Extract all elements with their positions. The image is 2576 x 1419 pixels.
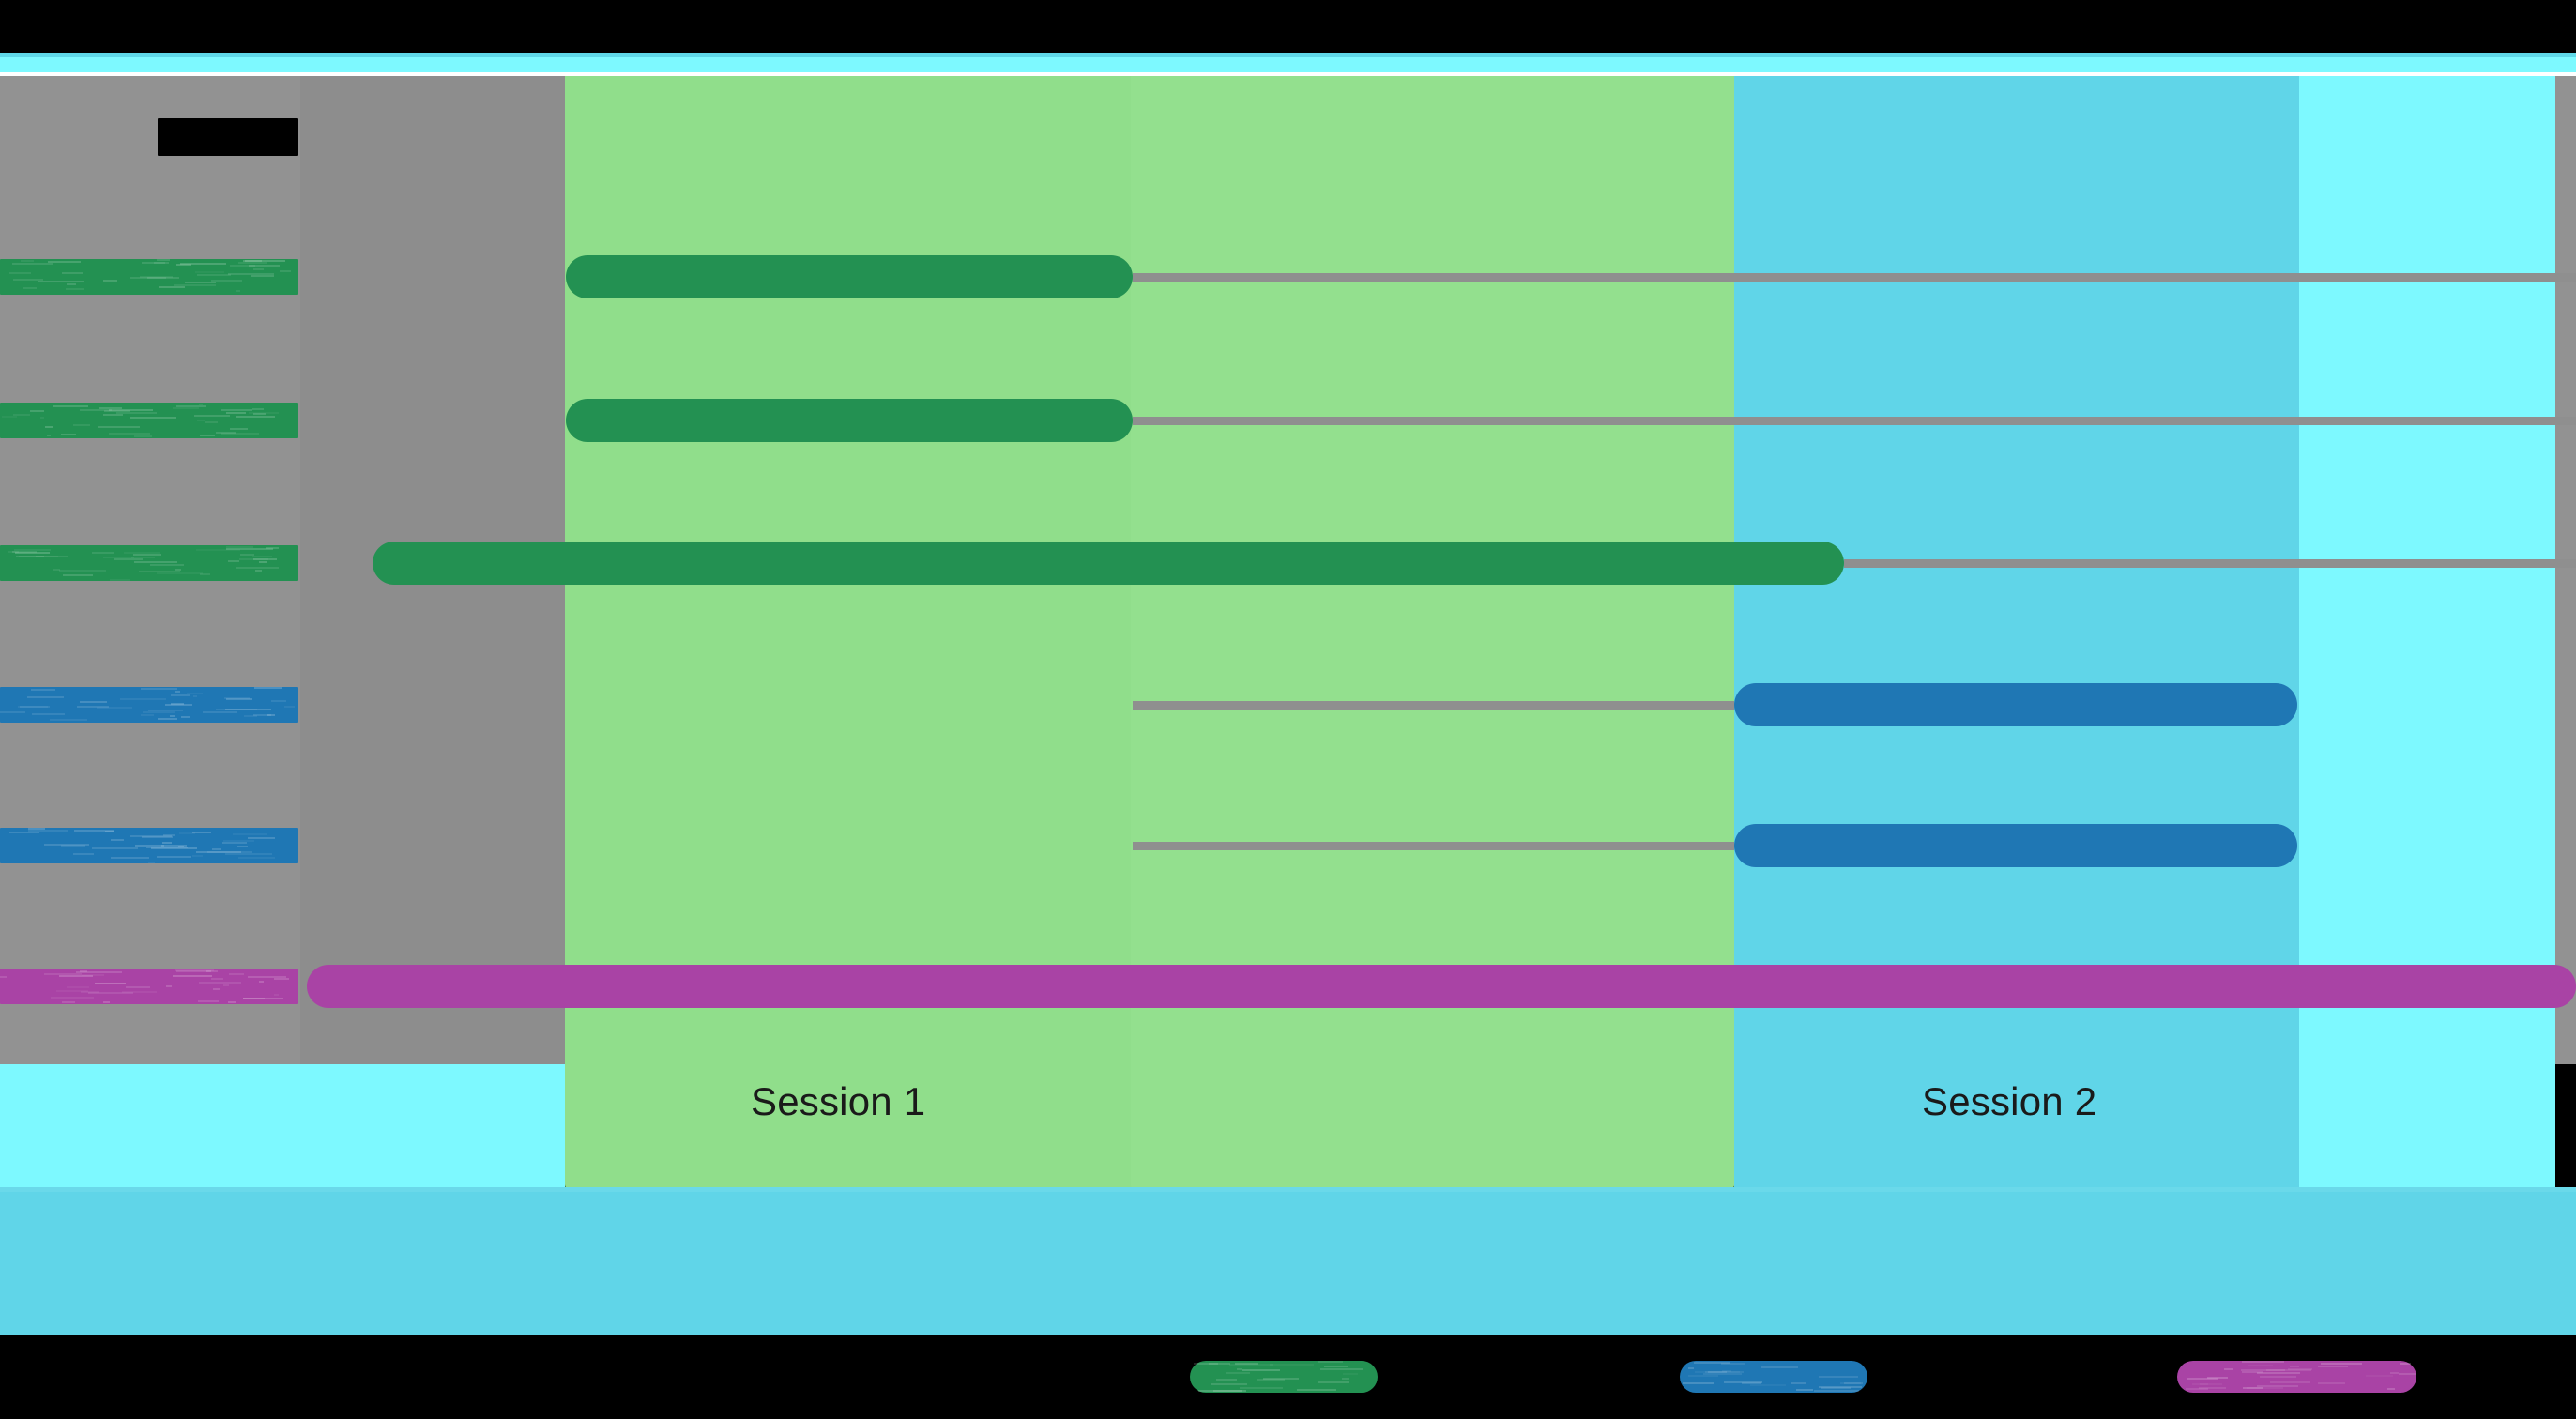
task-bar-2[interactable] [566, 399, 1133, 442]
plot-right-margin [2555, 76, 2576, 1064]
row-gridline-1 [1133, 273, 2576, 282]
bottom-panel [0, 1192, 2576, 1335]
row-gridline-3 [1844, 559, 2576, 568]
redaction-noise [2177, 1361, 2416, 1393]
redaction-noise [0, 403, 298, 438]
redaction-noise [0, 259, 298, 295]
category-label-2-redacted [0, 403, 298, 438]
task-bar-3[interactable] [373, 542, 1844, 585]
top-accent-strip-3 [0, 61, 2576, 72]
category-label-1-redacted [0, 259, 298, 295]
redaction-noise [0, 687, 298, 723]
category-label-4-redacted [0, 687, 298, 723]
legend [0, 1335, 2576, 1419]
category-label-5-redacted [0, 828, 298, 863]
redaction-noise [1190, 1361, 1378, 1393]
task-bar-6[interactable] [307, 965, 2576, 1008]
legend-blue-swatch[interactable] [1680, 1361, 1867, 1393]
task-bar-5[interactable] [1734, 824, 2297, 867]
session-caption-1: Session 1 [751, 1079, 925, 1124]
row-gridline-4 [1133, 701, 1734, 710]
legend-green-swatch[interactable] [1190, 1361, 1378, 1393]
redaction-noise [0, 545, 298, 581]
session-band-2 [1734, 76, 2299, 1192]
redaction-noise [0, 969, 298, 1004]
chart-title-redacted [158, 118, 298, 156]
footer-cyan-block [0, 1064, 565, 1192]
session-caption-2: Session 2 [1922, 1079, 2096, 1124]
legend-magenta-swatch[interactable] [2177, 1361, 2416, 1393]
task-bar-1[interactable] [566, 255, 1133, 298]
session-band-1-right-half [1131, 76, 1734, 1192]
session-band-3 [2299, 76, 2555, 1192]
redaction-noise [0, 828, 298, 863]
row-gridline-2 [1133, 417, 2576, 425]
category-label-6-redacted [0, 969, 298, 1004]
redaction-noise [1680, 1361, 1867, 1393]
gantt-chart-area: Session 1 Session 2 [0, 76, 2576, 1192]
row-gridline-5 [1133, 842, 1734, 850]
task-bar-4[interactable] [1734, 683, 2297, 726]
category-label-3-redacted [0, 545, 298, 581]
